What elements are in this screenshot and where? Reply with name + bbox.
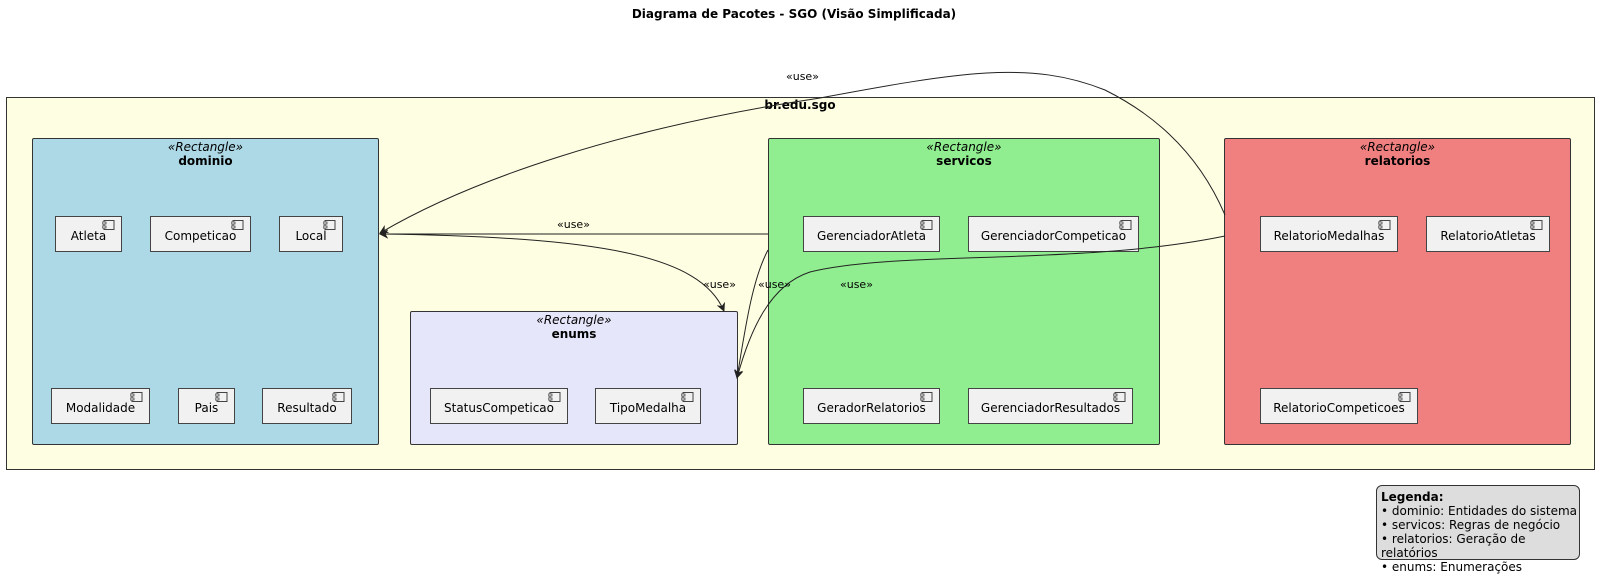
component-gerenciadorresultados[interactable]: GerenciadorResultados <box>968 388 1133 424</box>
component-label: GeradorRelatorios <box>817 401 926 415</box>
diagram-title: Diagrama de Pacotes - SGO (Visão Simplif… <box>631 7 957 21</box>
package-name: servicos <box>936 154 992 168</box>
component-modalidade[interactable]: Modalidade <box>51 388 150 424</box>
component-gerenciadorcompeticao[interactable]: GerenciadorCompeticao <box>968 216 1139 252</box>
component-pais[interactable]: Pais <box>178 388 235 424</box>
package-name: dominio <box>178 154 233 168</box>
component-relatoriomedalhas[interactable]: RelatorioMedalhas <box>1260 216 1398 252</box>
package-br-edu-sgo-label: br.edu.sgo <box>764 98 836 112</box>
component-statuscompeticao[interactable]: StatusCompeticao <box>430 388 568 424</box>
component-icon <box>130 392 143 402</box>
component-icon <box>215 392 228 402</box>
component-label: RelatorioCompeticoes <box>1273 401 1405 415</box>
component-icon <box>1378 220 1391 230</box>
component-label: Atleta <box>70 229 107 243</box>
edge-label-servicos-dominio: «use» <box>557 218 590 231</box>
edge-label-relatorios-enums: «use» <box>840 278 873 291</box>
package-name: relatorios <box>1364 154 1431 168</box>
legend-item: • relatorios: Geração de relatórios <box>1381 532 1526 560</box>
edge-label-servicos-enums: «use» <box>758 278 791 291</box>
component-label: Modalidade <box>65 401 136 415</box>
component-competicao[interactable]: Competicao <box>150 216 251 252</box>
component-icon <box>332 392 345 402</box>
component-label: RelatorioMedalhas <box>1273 229 1385 243</box>
edge-label-relatorios-dominio: «use» <box>786 70 819 83</box>
legend-box: Legenda: • dominio: Entidades do sistema… <box>1376 485 1580 574</box>
component-icon <box>681 392 694 402</box>
component-label: GerenciadorAtleta <box>817 229 926 243</box>
component-icon <box>920 392 933 402</box>
component-icon <box>548 392 561 402</box>
component-icon <box>1119 220 1132 230</box>
component-local[interactable]: Local <box>279 216 343 252</box>
package-stereotype: «Rectangle» <box>536 313 612 327</box>
package-stereotype: «Rectangle» <box>1359 140 1436 154</box>
component-geradorrelatorios[interactable]: GeradorRelatorios <box>803 388 940 424</box>
legend-item: • dominio: Entidades do sistema <box>1381 504 1578 518</box>
component-icon <box>102 220 115 230</box>
component-icon <box>231 220 244 230</box>
component-label: GerenciadorResultados <box>980 401 1121 415</box>
package-enums[interactable]: «Rectangle» enums <box>410 311 738 445</box>
legend-title: Legenda: <box>1381 490 1444 504</box>
component-label: RelatorioAtletas <box>1440 229 1536 243</box>
package-stereotype: «Rectangle» <box>167 140 244 154</box>
component-icon <box>323 220 336 230</box>
component-icon <box>920 220 933 230</box>
legend-item: • enums: Enumerações <box>1381 560 1523 574</box>
component-label: Pais <box>194 401 219 415</box>
package-name: enums <box>551 327 597 341</box>
component-label: Resultado <box>277 401 337 415</box>
component-label: GerenciadorCompeticao <box>980 229 1127 243</box>
component-icon <box>1530 220 1543 230</box>
component-tipomedalha[interactable]: TipoMedalha <box>595 388 701 424</box>
edge-label-dominio-enums: «use» <box>703 278 736 291</box>
component-atleta[interactable]: Atleta <box>55 216 122 252</box>
package-stereotype: «Rectangle» <box>926 140 1002 154</box>
component-label: StatusCompeticao <box>444 401 554 415</box>
component-label: Local <box>295 229 327 243</box>
component-label: Competicao <box>164 229 237 243</box>
component-icon <box>1398 392 1411 402</box>
component-icon <box>1113 392 1126 402</box>
component-resultado[interactable]: Resultado <box>262 388 352 424</box>
component-label: TipoMedalha <box>609 401 687 415</box>
component-relatoriocompeticoes[interactable]: RelatorioCompeticoes <box>1260 388 1418 424</box>
component-relatorioatletas[interactable]: RelatorioAtletas <box>1426 216 1550 252</box>
legend-item: • servicos: Regras de negócio <box>1381 518 1561 532</box>
component-gerenciadoratleta[interactable]: GerenciadorAtleta <box>803 216 940 252</box>
